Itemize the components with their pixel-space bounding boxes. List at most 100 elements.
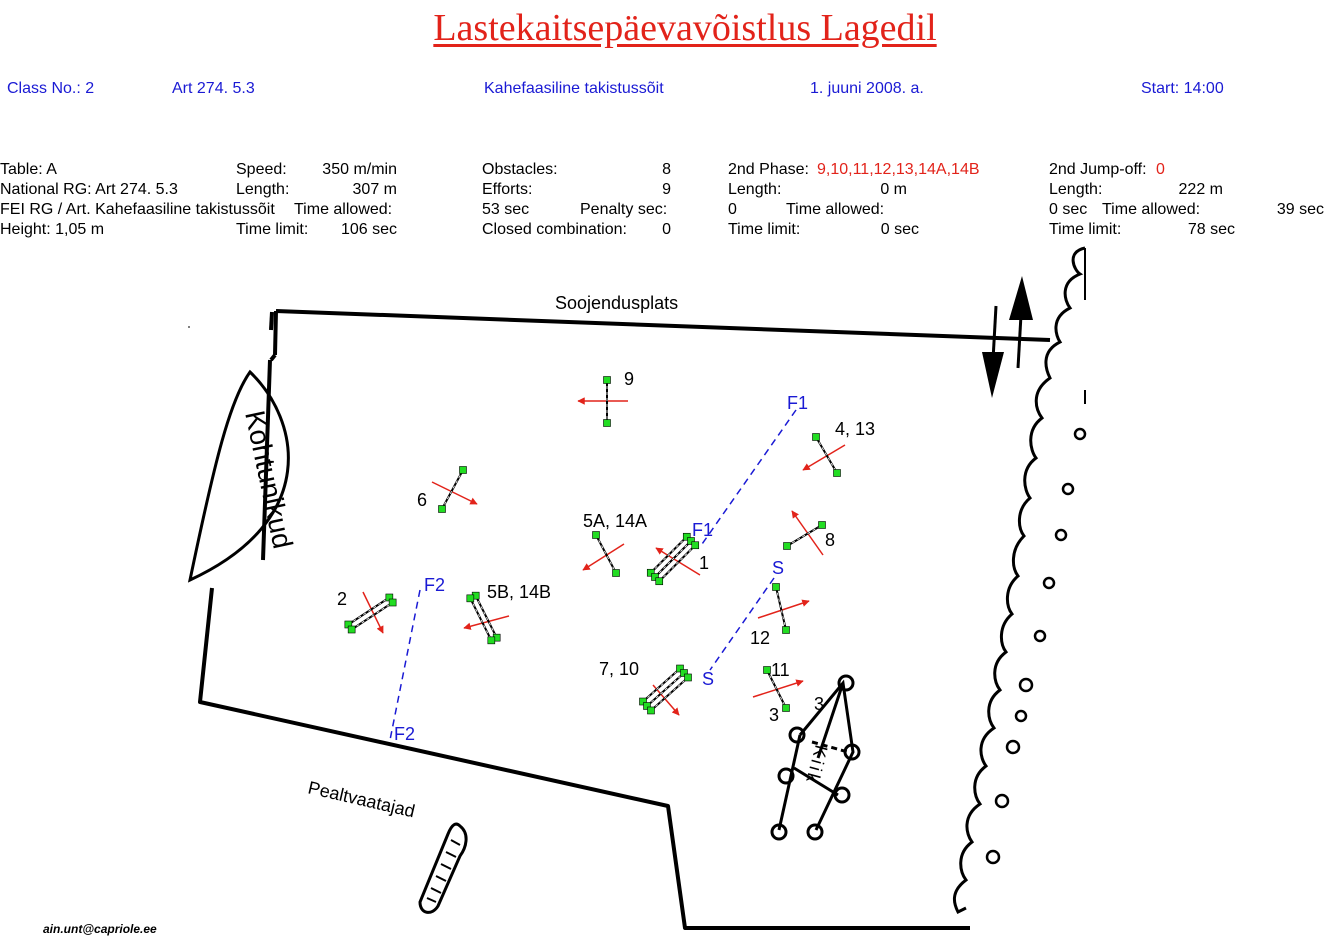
obstacle-8-pole-stripe (786, 524, 823, 547)
obstacle-label-12: 12 (750, 628, 770, 648)
obstacle-label-3-upper: 3 (814, 694, 824, 714)
obstacle-5b-14b-standard (466, 594, 475, 603)
obstacle-label-5a-14a: 5A, 14A (583, 511, 647, 531)
finish1-label-top: F1 (787, 393, 808, 413)
obstacle-4-13-arrow (802, 444, 846, 471)
national-rg: National RG: Art 274. 5.3 (0, 181, 178, 198)
obstacle-8-standard (818, 521, 826, 529)
obstacle-5a-14a (582, 531, 625, 577)
obstacle-11-standard (782, 704, 790, 712)
obstacle-2-standard (347, 625, 356, 634)
spectator-bench (418, 822, 468, 914)
closed-combination-label: Closed combination: (482, 221, 627, 238)
obstacle-8-standard (783, 542, 791, 550)
obstacle-1-standard (651, 573, 659, 581)
obstacle-2 (344, 591, 397, 634)
obstacle-11-pole-stripe (766, 669, 787, 709)
obstacle-4-13 (802, 433, 846, 477)
article: Art 274. 5.3 (172, 80, 255, 97)
phase2-time-allowed-label: Time allowed: (786, 201, 885, 218)
obstacle-7-10 (639, 664, 692, 716)
closed-combination-value: 0 (662, 221, 671, 238)
author-email: ain.unt@capriole.ee (43, 922, 157, 936)
phase2-label: 2nd Phase: (728, 161, 809, 178)
jumpoff-time-allowed-value: 39 sec (1276, 201, 1324, 218)
jumpoff-time-allowed-label: Time allowed: (1102, 201, 1201, 218)
obstacle-9 (577, 376, 628, 427)
obstacle-4-13-standard (833, 469, 841, 477)
obstacle-7-10-pole-stripe (646, 672, 685, 707)
phase2-time-limit-label: Time limit: (728, 221, 801, 238)
efforts-value: 9 (662, 181, 671, 198)
obstacle-label-6: 6 (417, 490, 427, 510)
obstacle-5a-14a-arrow (582, 543, 625, 571)
start-label-upper: S (772, 558, 784, 578)
obstacle-7-10-standard (680, 669, 688, 677)
arena-fence (198, 309, 1051, 930)
speed-value: 350 m/min (322, 161, 397, 178)
obstacle-4-13-pole-stripe (815, 436, 838, 474)
obstacle-5a-14a-standard (592, 531, 600, 539)
page-title: Lastekaitsepäevavõistlus Lagedil (433, 7, 937, 49)
obstacle-11-standard (763, 666, 771, 674)
phase2-time-limit-value: 0 sec (880, 221, 919, 238)
obstacle-7-10-standard (647, 706, 655, 715)
course-lines (389, 409, 797, 741)
finish2-label-bottom: F2 (394, 724, 415, 744)
warmup-label: Soojendusplats (555, 293, 678, 313)
obstacle-12-standard (772, 583, 780, 591)
phase2-length-value: 0 m (880, 181, 907, 198)
obstacle-1-pole-stripe (654, 540, 692, 578)
start-label-lower: S (702, 669, 714, 689)
obstacle-7-10-standard (676, 664, 684, 673)
obstacle-7-10-standard (639, 697, 647, 706)
jumpoff-length-value: 222 m (1178, 181, 1223, 198)
obstacle-9-standard (603, 376, 611, 384)
obstacle-6-standard (438, 505, 446, 513)
jumpoff-value: 0 (1156, 161, 1165, 178)
obstacle-2-pole-stripe (351, 602, 393, 630)
finish-line-2 (389, 589, 421, 741)
obstacle-1-pole-stripe (650, 536, 688, 574)
obstacles-value: 8 (662, 161, 671, 178)
obstacle-1-standard (691, 541, 700, 550)
time-limit-value: 106 sec (340, 221, 397, 238)
obstacle-7-10-standard (643, 702, 651, 710)
obstacle-5a-14a-standard (612, 569, 620, 577)
time-allowed-value: 53 sec (482, 201, 530, 218)
competition-date: 1. juuni 2008. a. (810, 80, 924, 97)
finish1-label-mid: F1 (692, 520, 713, 540)
obstacle-6-arrow (431, 481, 478, 505)
obstacle-7-10-pole-stripe (650, 677, 689, 711)
obstacle-7-10-standard (684, 673, 692, 682)
jumpoff-time-limit-value: 78 sec (1187, 221, 1235, 238)
penalty-value: 0 (728, 201, 737, 218)
obstacle-12-pole-stripe (775, 586, 787, 631)
efforts-label: Efforts: (482, 181, 533, 198)
table-type: Table: A (0, 161, 57, 178)
spectators-label: Pealtvaatajad (306, 777, 417, 821)
obstacle-5a-14a-pole-stripe (595, 534, 617, 574)
obstacle-label-4-13: 4, 13 (835, 419, 875, 439)
class-number: Class No.: 2 (7, 80, 95, 97)
obstacle-12-arrow (757, 599, 810, 619)
obstacle-5b-14b (463, 591, 510, 645)
obstacle-8 (783, 510, 826, 556)
obstacle-5b-14b-arrow (463, 615, 510, 630)
obstacle-label-5b-14b: 5B, 14B (487, 582, 551, 602)
obstacle-9-standard (603, 419, 611, 427)
penalty-label: Penalty sec: (580, 201, 668, 218)
obstacle-5b-14b-pole-stripe (475, 595, 498, 638)
judges-stand (187, 369, 290, 583)
obstacle-6-standard (459, 466, 467, 474)
start-time: Start: 14:00 (1141, 80, 1224, 97)
phase2-value: 9,10,11,12,13,14A,14B (817, 161, 980, 178)
obstacle-1-standard (682, 532, 691, 541)
judges-label: Kohtunikud (239, 408, 298, 551)
obstacles-label: Obstacles: (482, 161, 558, 178)
obstacle-11-arrow (752, 679, 804, 698)
jumpoff-label: 2nd Jump-off: (1049, 161, 1147, 178)
obstacle-1-pole-stripe (658, 544, 696, 582)
height: Height: 1,05 m (0, 221, 105, 238)
